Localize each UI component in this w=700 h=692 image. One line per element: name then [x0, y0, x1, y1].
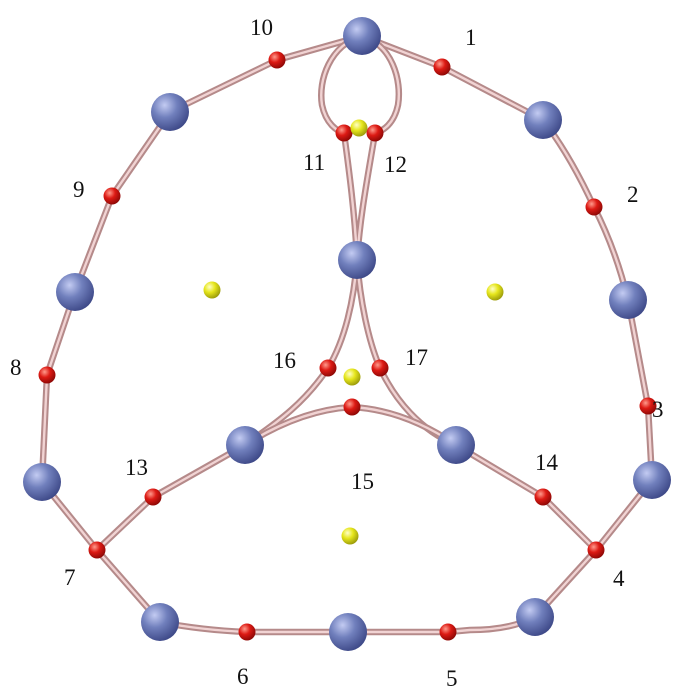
vertex-node-3 — [609, 281, 647, 319]
edge-point-14 — [534, 488, 552, 506]
vertex-node-10 — [151, 93, 189, 131]
edge-label-4: 4 — [613, 566, 625, 591]
edge-7 — [93, 441, 249, 554]
vertex-node-12 — [226, 426, 264, 464]
edge-point-2 — [585, 198, 603, 216]
edge-highlight-2 — [320, 34, 400, 135]
edge-label-14: 14 — [535, 450, 559, 475]
edge-point-10 — [268, 51, 286, 69]
edge-label-17: 17 — [405, 345, 428, 370]
edge-label-12: 12 — [384, 152, 407, 177]
edge-point-17 — [371, 359, 389, 377]
edge-point-5 — [439, 623, 457, 641]
edge-label-8: 8 — [10, 355, 22, 380]
edge-label-2: 2 — [627, 182, 639, 207]
edge-label-10: 10 — [250, 15, 273, 40]
edge-point-13 — [144, 488, 162, 506]
vertex-node-11 — [338, 241, 376, 279]
edge-point-9 — [103, 187, 121, 205]
edge-point-6 — [238, 623, 256, 641]
edge-point-8 — [38, 366, 56, 384]
edge-point-7 — [88, 541, 106, 559]
edge-point-15 — [343, 398, 361, 416]
edge-8 — [452, 441, 600, 554]
vertex-node-5 — [516, 598, 554, 636]
edge-point-16 — [319, 359, 337, 377]
edge-label-7: 7 — [64, 565, 76, 590]
face-point-5 — [341, 527, 359, 545]
edge-label-16: 16 — [273, 348, 296, 373]
edge-label-15: 15 — [351, 469, 374, 494]
vertex-node-1 — [343, 17, 381, 55]
edge-point-11 — [335, 124, 353, 142]
vertex-node-7 — [141, 603, 179, 641]
vertex-node-9 — [56, 273, 94, 311]
vertex-node-2 — [524, 101, 562, 139]
vertex-node-13 — [437, 426, 475, 464]
vertex-node-8 — [23, 463, 61, 501]
vertex-node-6 — [329, 613, 367, 651]
edge-label-9: 9 — [73, 177, 85, 202]
edge-label-3: 3 — [652, 397, 664, 422]
face-point-3 — [486, 283, 504, 301]
edge-label-11: 11 — [303, 150, 325, 175]
edge-label-1: 1 — [465, 25, 477, 50]
edge-label-13: 13 — [125, 455, 148, 480]
edge-point-4 — [587, 541, 605, 559]
face-point-4 — [343, 368, 361, 386]
edge-point-12 — [366, 124, 384, 142]
face-point-1 — [350, 119, 368, 137]
face-point-2 — [203, 281, 221, 299]
edge-point-3 — [639, 397, 657, 415]
edge-point-1 — [433, 58, 451, 76]
vertex-node-4 — [633, 461, 671, 499]
edge-label-6: 6 — [237, 664, 249, 689]
edge-label-5: 5 — [446, 666, 458, 691]
